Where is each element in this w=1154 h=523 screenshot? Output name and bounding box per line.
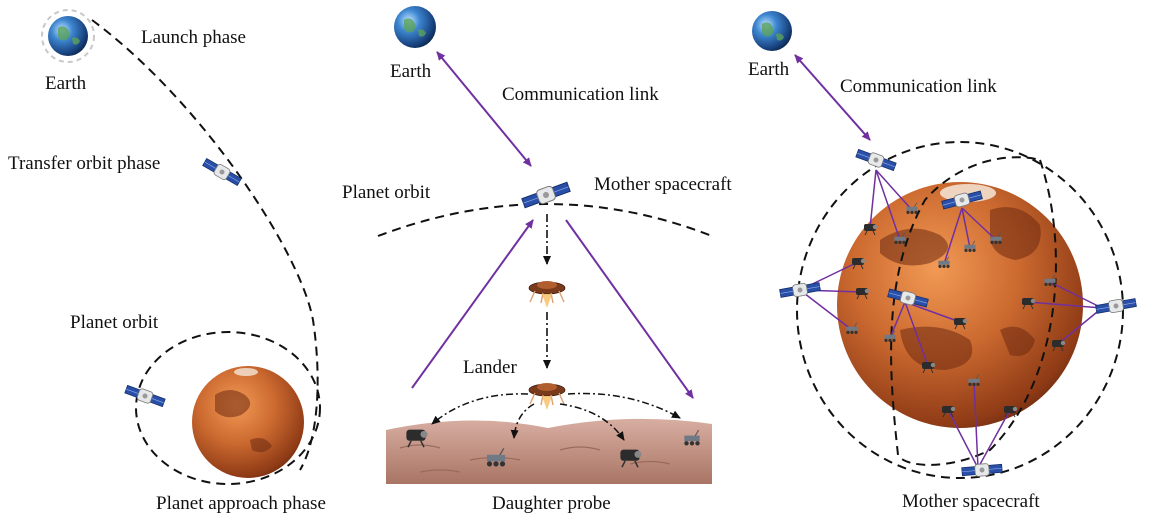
earth-label-middle: Earth bbox=[390, 61, 432, 82]
transfer-orbit-phase-label: Transfer orbit phase bbox=[8, 153, 161, 174]
mars-surface-detail-left bbox=[215, 390, 272, 453]
deploy-path-near-left bbox=[510, 403, 535, 439]
planet-orbit-left bbox=[135, 331, 321, 485]
launch-phase-label: Launch phase bbox=[141, 27, 246, 48]
mother-spacecraft-icon-east bbox=[1094, 296, 1138, 316]
earth-land-middle bbox=[404, 18, 426, 37]
mars-polar-cap-left bbox=[234, 368, 258, 376]
communication-link-label-middle: Communication link bbox=[502, 84, 659, 105]
earth-land bbox=[58, 26, 80, 45]
mother-spacecraft-icon-top bbox=[854, 147, 898, 173]
downlink-right bbox=[565, 219, 694, 399]
earth-halo bbox=[41, 9, 95, 63]
mars-icon-left bbox=[192, 366, 304, 478]
deploy-path-far-left bbox=[431, 393, 529, 425]
daughter-probe-label: Daughter probe bbox=[492, 493, 611, 514]
mother-spacecraft-icon-south bbox=[961, 461, 1003, 479]
earth-label-right: Earth bbox=[748, 59, 790, 80]
communication-link-middle bbox=[436, 51, 532, 167]
mother-spacecraft-icon-middle bbox=[520, 179, 572, 211]
lander-descent-icon bbox=[528, 280, 566, 309]
mars-icon-right bbox=[837, 182, 1083, 428]
planet-orbit-middle bbox=[377, 203, 713, 237]
panel-middle bbox=[377, 6, 713, 484]
ground-surface bbox=[386, 418, 712, 484]
spacecraft-icon-orbit bbox=[123, 383, 167, 409]
planet-approach-phase-label: Planet approach phase bbox=[156, 493, 326, 514]
uplink-left bbox=[411, 219, 534, 389]
planet-orbit-label-left: Planet orbit bbox=[70, 312, 159, 333]
deploy-path-far-right bbox=[567, 392, 681, 419]
lander-label: Lander bbox=[463, 357, 517, 378]
panel-right bbox=[752, 11, 1138, 479]
planet-orbit-label-middle: Planet orbit bbox=[342, 182, 431, 203]
panel-left bbox=[41, 9, 321, 485]
earth-label-left: Earth bbox=[45, 73, 87, 94]
mother-spacecraft-label-right: Mother spacecraft bbox=[902, 491, 1040, 512]
inner-orbit-right bbox=[890, 156, 1057, 466]
mars-surface-detail-right bbox=[880, 207, 1041, 370]
communication-link-right bbox=[794, 54, 871, 141]
transfer-trajectory bbox=[91, 19, 319, 471]
lander-icon bbox=[528, 382, 566, 411]
communication-link-label-right: Communication link bbox=[840, 76, 997, 97]
earth-land-right bbox=[762, 22, 784, 41]
mother-spacecraft-label-middle: Mother spacecraft bbox=[594, 174, 732, 195]
